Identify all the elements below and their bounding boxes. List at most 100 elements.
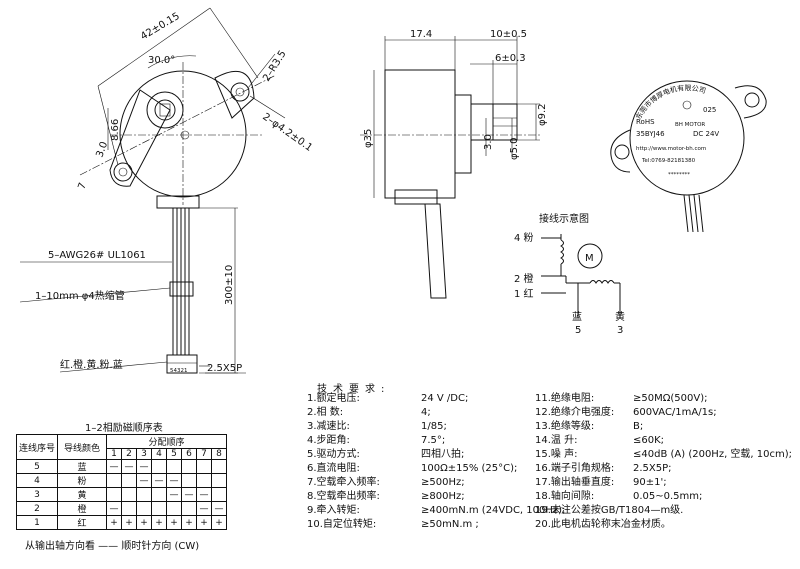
label-brand: BH MOTOR [675, 122, 705, 128]
dim-3: 3.0 [483, 134, 494, 150]
spec-left-value: ≥400mN.m (24VDC, 100Hz); [421, 505, 566, 516]
shaft-side [492, 103, 518, 141]
spec-left-key: 9.牵入转矩: [307, 505, 360, 516]
step-cell [151, 501, 167, 516]
wire-number: 5 [16, 459, 58, 474]
motor-symbol [577, 243, 603, 269]
step-cell [196, 459, 212, 474]
label-url: http://www.motor-bh.com [636, 146, 706, 152]
wire-spec: 5–AWG26# UL1061 [48, 250, 146, 261]
spec-right-key: 11.绝缘电阻: [535, 393, 595, 404]
side-view: 17.4 10±0.5 6±0.3 φ35 φ9.2 3.0 φ5.0 [360, 29, 548, 299]
step-cell: — [166, 473, 182, 488]
connector-pins: 54321 [170, 368, 188, 374]
wire-color: 红 [57, 515, 107, 530]
wire-colors: 红.橙.黄.粉.蓝 [60, 358, 123, 371]
spec-left-key: 5.驱动方式: [307, 449, 360, 460]
step-cell: — [136, 473, 152, 488]
dim-10: 10±0.5 [490, 29, 527, 40]
sequence-title: 1–2相励磁顺序表 [85, 423, 163, 434]
dim-35: φ35 [363, 129, 374, 148]
spec-title: 技术要求: [317, 384, 391, 395]
spec-left-value: 四相八拍; [421, 449, 465, 460]
step-cell [121, 487, 137, 502]
gear-housing-side [454, 94, 472, 174]
step-cell: — [196, 501, 212, 516]
spec-right-value: ≤40dB (A) (200Hz, 空载, 10cm); [633, 449, 793, 460]
dim-7: 7 [76, 181, 89, 191]
wire-5-num: 5 [575, 325, 581, 336]
step-cell: + [211, 515, 227, 530]
step-cell [136, 487, 152, 502]
step-cell [136, 501, 152, 516]
step-cell [121, 501, 137, 516]
step-cell [196, 473, 212, 488]
step-cell [106, 473, 122, 488]
header-wire-color: 导线颜色 [57, 434, 107, 460]
spec-right-key: 14.温 升: [535, 435, 578, 446]
wire-5-color: 蓝 [572, 311, 582, 323]
spec-block: 技术要求: 1.额定电压:24 V /DC;2.相 数:4;3.减速比:1/85… [305, 380, 795, 530]
wire-2-label: 2 橙 [514, 272, 534, 285]
step-cell: — [196, 487, 212, 502]
dim-866: 8.66 [110, 119, 121, 141]
step-header: 1 [106, 448, 122, 460]
step-cell: + [196, 515, 212, 530]
dim-6: 6±0.3 [495, 53, 526, 64]
step-cell [106, 487, 122, 502]
dim-width: 42±0.15 [139, 11, 182, 43]
motor-body-side [384, 69, 456, 199]
spec-left-key: 10.自定位转矩: [307, 519, 377, 530]
label-plate [629, 80, 745, 196]
wire-3-num: 3 [617, 325, 623, 336]
spec-left-value: ≥800Hz; [421, 491, 465, 502]
wire-number: 2 [16, 501, 58, 516]
label-tel: Tel:0769-82181380 [641, 158, 696, 164]
spec-left-value: 4; [421, 407, 431, 418]
step-cell: — [106, 459, 122, 474]
spec-left-key: 4.步距角: [307, 435, 350, 446]
header-wire-no: 连线序号 [16, 434, 58, 460]
wiring-title: 接线示意图 [539, 212, 589, 225]
label-rohs: RoHS [636, 118, 655, 126]
motor-label: M [585, 253, 594, 264]
dim-30: 3.0 [94, 140, 110, 159]
step-cell: + [151, 515, 167, 530]
dim-lead-length: 300±10 [224, 265, 235, 305]
dim-5: φ5.0 [509, 138, 520, 161]
spec-right-value: 90±1'; [633, 477, 667, 488]
spec-left-value: 24 V /DC; [421, 393, 469, 404]
spec-right-key: 12.绝缘介电强度: [535, 407, 615, 418]
spec-right-value: 0.05~0.5mm; [633, 491, 703, 502]
wire-color: 蓝 [57, 459, 107, 474]
step-cell [211, 487, 227, 502]
step-cell [211, 473, 227, 488]
spec-right-value: 600VAC/1mA/1s; [633, 407, 717, 418]
lead-wire-side [424, 203, 447, 299]
spec-left-key: 8.空载牵出频率: [307, 491, 380, 502]
step-cell: — [151, 473, 167, 488]
spec-left-value: 1/85; [421, 421, 447, 432]
dim-angle: 30.0° [148, 55, 175, 66]
spec-left-value: 7.5°; [421, 435, 446, 446]
dim-9-2: φ9.2 [537, 104, 548, 127]
label-view: 东莞市博厚电机有限公司 RoHS 025 BH MOTOR 35BYJ46 DC… [610, 80, 767, 233]
front-view: 42±0.15 30.0° 2–R3.5 2–φ4.2±0.1 8.66 3.0… [19, 7, 314, 374]
wire-4-label: 4 粉 [514, 231, 534, 244]
spec-right-value: 2.5X5P; [633, 463, 672, 474]
header-distribution: 分配顺序 [106, 434, 227, 449]
step-header: 2 [121, 448, 137, 460]
spec-left-value: ≥500Hz; [421, 477, 465, 488]
wire-number: 4 [16, 473, 58, 488]
heat-shrink-sleeve [169, 281, 194, 297]
step-header: 5 [166, 448, 182, 460]
step-cell: + [121, 515, 137, 530]
mount-hole [113, 162, 133, 182]
step-cell: + [166, 515, 182, 530]
dim-hole: 2–φ4.2±0.1 [260, 111, 314, 153]
connector [166, 354, 198, 374]
step-cell: + [106, 515, 122, 530]
wire-exit [156, 195, 200, 209]
